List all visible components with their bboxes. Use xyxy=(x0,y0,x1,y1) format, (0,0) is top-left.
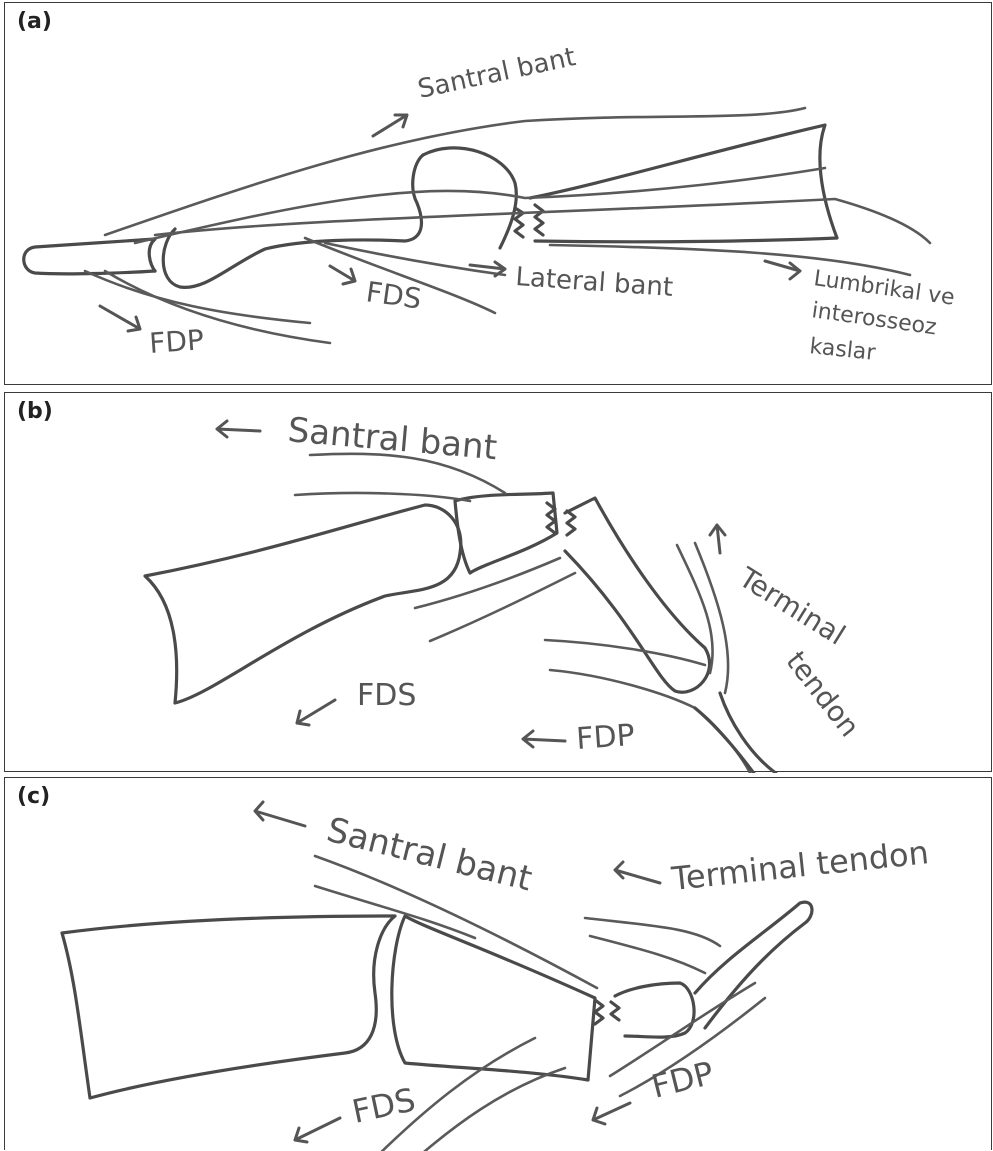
label-fds: FDS xyxy=(357,678,416,713)
label-tendon: tendon xyxy=(779,645,866,743)
label-terminal: Terminal xyxy=(732,560,851,651)
label-lumbrical-line3: kaslar xyxy=(808,334,877,366)
fracture-line xyxy=(547,503,555,533)
label-santral-bant: Santral bant xyxy=(415,42,578,105)
arrow-lateral-band xyxy=(470,262,505,276)
distal-phalanx-base xyxy=(149,239,155,271)
fds-tendon xyxy=(430,573,575,641)
fracture-line xyxy=(595,1000,603,1024)
arrow-central-band xyxy=(255,802,305,826)
proximal-phalanx xyxy=(62,916,395,1098)
label-fdp: FDP xyxy=(148,323,205,360)
arrow-terminal-tendon xyxy=(710,525,725,553)
fdp-tendon xyxy=(105,271,330,343)
arrow-fdp xyxy=(100,306,140,331)
middle-phalanx xyxy=(392,916,595,1080)
arrow-fds xyxy=(330,266,355,284)
arrow-lumbrical xyxy=(765,261,800,279)
arrow-central-band xyxy=(373,115,407,136)
label-lateral-bant: Lateral bant xyxy=(515,262,675,303)
panel-a: (a) Santral bant FDS Lateral bant FDP Lu… xyxy=(4,2,992,385)
label-fdp: FDP xyxy=(575,718,636,757)
boutonniere-deformity-diagram: Santral bant Terminal tendon FDS FDP xyxy=(5,778,993,1151)
fracture-line xyxy=(567,511,575,535)
proximal-phalanx xyxy=(145,505,461,703)
label-santral-bant: Santral bant xyxy=(323,810,536,900)
label-fds: FDS xyxy=(364,275,424,315)
label-fds: FDS xyxy=(349,1080,419,1130)
label-santral-bant: Santral bant xyxy=(286,410,498,468)
fdp-tendon xyxy=(545,640,705,665)
label-terminal-tendon: Terminal tendon xyxy=(669,833,931,898)
middle-phalanx-head xyxy=(423,148,516,248)
fracture-line xyxy=(535,205,543,235)
fds-tendon xyxy=(400,1068,565,1151)
finger-extended-diagram: Santral bant FDS Lateral bant FDP Lumbri… xyxy=(5,3,993,386)
distal-phalanx xyxy=(565,498,710,692)
terminal-tendon xyxy=(590,936,705,973)
proximal-phalanx xyxy=(530,125,837,242)
arrow-fds xyxy=(297,700,335,725)
central-band-tendon xyxy=(295,493,470,501)
arrow-central-band xyxy=(217,421,260,437)
label-fdp: FDP xyxy=(648,1054,718,1106)
mallet-deformity-diagram: Santral bant Terminal tendon FDS FDP xyxy=(5,393,993,773)
arrow-fdp xyxy=(593,1103,630,1124)
distal-tip xyxy=(695,693,780,773)
terminal-tendon xyxy=(585,918,720,946)
panel-b: (b) Santral bant Terminal tendon FDS FDP xyxy=(4,392,992,772)
arrow-fdp xyxy=(523,731,565,747)
fracture-line xyxy=(611,1002,619,1020)
arrow-fds xyxy=(295,1118,340,1142)
arrow-terminal-tendon xyxy=(615,862,660,883)
panel-c: (c) Santral bant Terminal tendon FDS FDP xyxy=(4,777,992,1150)
middle-phalanx xyxy=(455,493,557,573)
